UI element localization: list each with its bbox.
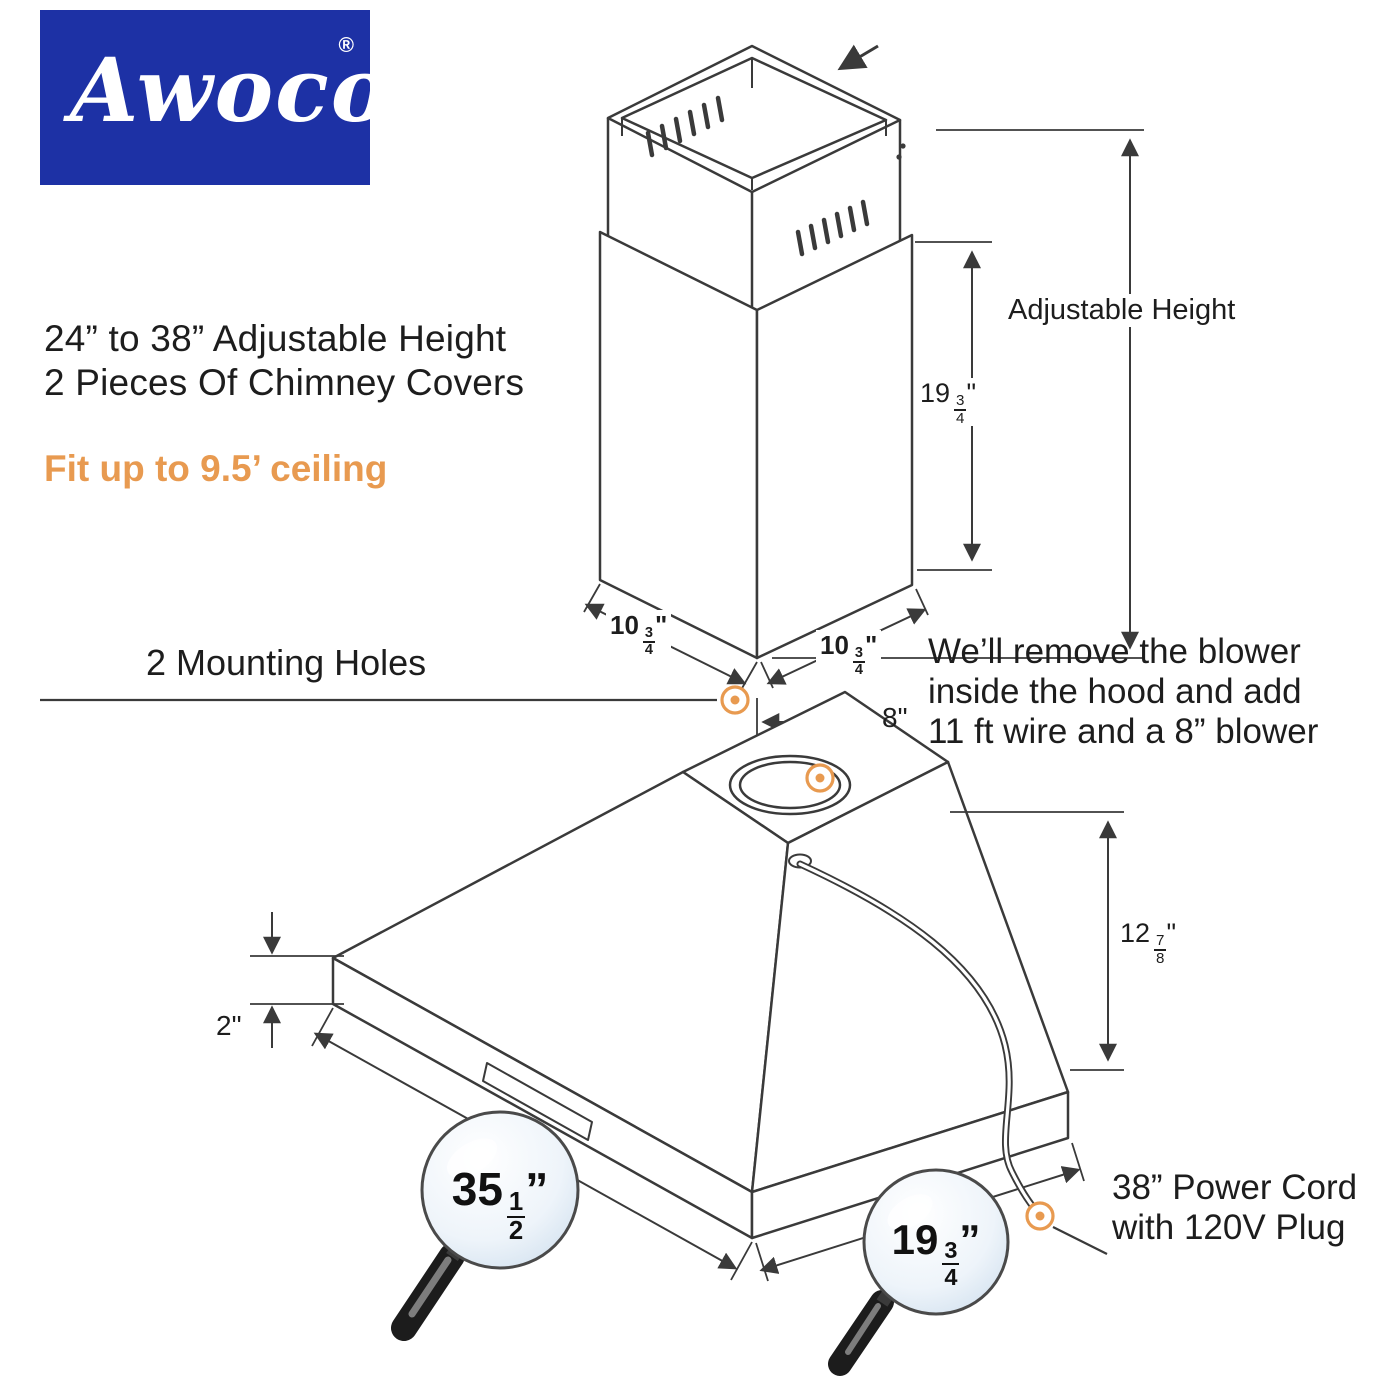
adjustable-height-label: Adjustable Height xyxy=(1004,294,1240,327)
headline-line2: 2 Pieces Of Chimney Covers xyxy=(44,362,525,403)
brand-logo-text: Awoco xyxy=(70,38,392,142)
vent-slots-inner xyxy=(645,95,725,158)
mounting-hole-markers xyxy=(40,685,835,793)
ceiling-note: Fit up to 9.5’ ceiling xyxy=(44,448,388,489)
dim-rim-height: 2" xyxy=(216,1010,242,1041)
headline-line1: 24” to 38” Adjustable Height xyxy=(44,318,507,359)
blower-note: We’ll remove the blower inside the hood … xyxy=(928,632,1319,751)
power-cord-line xyxy=(796,860,1038,1212)
registered-trademark-icon: ® xyxy=(338,34,354,57)
vent-slots-right-face xyxy=(795,199,870,257)
dim-duct-diameter: 8" xyxy=(882,702,908,733)
mounting-holes-label: 2 Mounting Holes xyxy=(146,642,427,683)
magnifier-19-icon xyxy=(828,1168,1010,1376)
dimension-lines-chimney xyxy=(583,129,1144,744)
brand-logo: Awoco ® xyxy=(40,10,389,185)
top-pointer-arrow xyxy=(837,44,879,71)
chimney-lower-section xyxy=(598,230,914,660)
power-cord-label: 38” Power Cord with 120V Plug xyxy=(1112,1168,1358,1247)
power-cord-leader-line xyxy=(1052,1226,1108,1255)
power-cord-marker xyxy=(1025,1201,1108,1255)
magnifier-35-icon xyxy=(391,1110,580,1341)
chimney-upper-section xyxy=(606,44,906,330)
